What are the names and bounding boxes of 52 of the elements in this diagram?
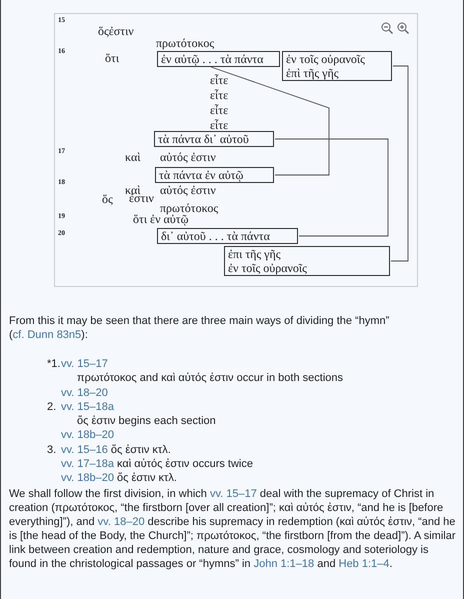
greek-word: πρωτότοκος — [160, 202, 218, 215]
greek-word: πρωτότοκος — [156, 37, 214, 50]
text-box — [155, 167, 274, 183]
greek-phrase: ἐν τοῖς οὐρανοῖς — [228, 261, 308, 275]
greek-phrase: ἐπὶ τῆς γῆς — [286, 66, 340, 80]
greek-word: εἶτε — [210, 104, 228, 117]
link: vv. 18–20 — [98, 516, 145, 528]
link: cf. Dunn 83n5 — [12, 329, 82, 341]
link: vv. 15–17 — [61, 358, 108, 370]
greek-word: ὅς — [102, 193, 113, 206]
greek-word: ὅτι ἐν αὐτῷ — [133, 213, 188, 226]
list-number: 2. — [47, 401, 56, 413]
text-box — [154, 131, 274, 147]
list-number: 3. — [47, 444, 56, 456]
list-text: ὅς ἐστιν κτλ. — [110, 444, 171, 456]
greek-phrase: δι᾽ αὐτοῦ . . . τὰ πάντα — [161, 229, 271, 243]
list-text: καὶ αὐτός ἐστιν occurs twice — [117, 458, 253, 470]
greek-word: εἶτε — [210, 89, 228, 102]
text-box — [157, 51, 280, 67]
greek-word: εἶτε — [210, 119, 228, 132]
link: John 1:1–18 — [254, 558, 314, 570]
text-box — [282, 51, 392, 81]
link: Heb 1:1–4 — [338, 558, 390, 570]
connector-line — [390, 66, 408, 262]
paragraph: We shall follow the first division, in which vv. 15–17 deal with the supremacy of Christ in creation (πρωτότοκος, “the firstborn [over all creation]”; καὶ αὐτός ἐστιν, “and he is [before everything]”), and vv. 18–20 describe his supremacy in redemption (καὶ αὐτός ἐστιν, “and he is [the head of the Body, the Church]”; πρωτότοκος, “the firstborn [from the dead]”). A similar link between creation and redemption, nature and grace, cosmology and soteriology is found in the christological passages or “hymns” in John 1:1–18 and Heb 1:1–4. — [9, 487, 456, 571]
text-box — [224, 246, 390, 276]
greek-word: εἶτε — [210, 74, 228, 87]
greek-phrase: τὰ πάντα δι᾽ αὐτοῦ — [158, 132, 250, 146]
greek-word: ὅτι — [105, 52, 120, 65]
list-number: *1. — [47, 358, 60, 370]
greek-phrase: ἐν τοῖς οὐρανοῖς — [286, 52, 366, 66]
link: vv. 15–17 — [210, 488, 257, 500]
text-box — [157, 228, 298, 244]
list-text: ὅς ἐστιν begins each section — [77, 415, 216, 427]
paragraph: From this it may be seen that there are three main ways of dividing the “hymn” (cf. Dunn 83n5): — [9, 314, 390, 342]
list-text: ὅς ἐστιν κτλ. — [117, 472, 177, 484]
link: vv. 15–18a — [61, 401, 114, 413]
greek-word: καὶ — [125, 151, 140, 164]
list-text: πρωτότοκος and καὶ αὐτός ἐστιν occur in both sections — [77, 372, 343, 384]
greek-word: αὐτός ἐστιν — [160, 184, 216, 197]
greek-phrase: ἐν αὐτῷ . . . τὰ πάντα — [161, 52, 264, 66]
connector-line — [274, 138, 388, 236]
greek-word: αὐτός ἐστιν — [160, 151, 216, 164]
link: vv. 17–18a — [61, 458, 114, 470]
greek-phrase: ἐπι τῆς γῆς — [228, 247, 282, 261]
link: vv. 15–16 — [61, 444, 108, 456]
connector-line — [210, 66, 330, 176]
greek-word: ὅςἐστιν — [98, 25, 134, 38]
link: vv. 18b–20 — [61, 429, 114, 441]
link: vv. 18b–20 — [61, 472, 114, 484]
greek-phrase: τὰ πάντα ἐν αὐτῷ — [159, 168, 244, 182]
link: vv. 18–20 — [61, 387, 108, 399]
